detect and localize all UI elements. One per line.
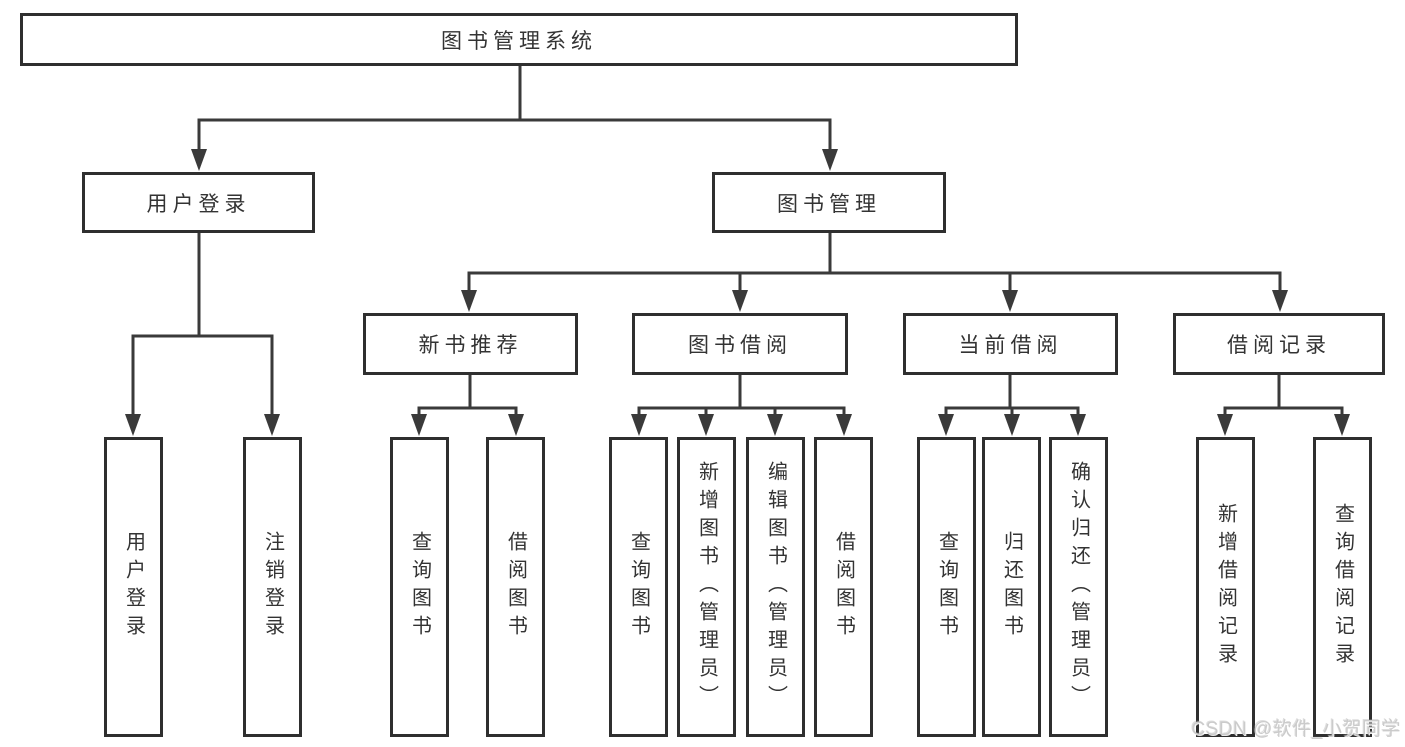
node-root-system: 图书管理系统: [20, 13, 1018, 66]
leaf-rec-borrow-books: 借阅图书: [486, 437, 545, 737]
node-book-borrowing: 图书借阅: [632, 313, 848, 375]
leaf-bb-edit-books-admin: 编辑图书（管理员）: [746, 437, 805, 737]
leaf-rec-query-books: 查询图书: [390, 437, 449, 737]
node-current-borrowing: 当前借阅: [903, 313, 1118, 375]
node-user-login: 用户登录: [82, 172, 315, 233]
node-borrowing-records: 借阅记录: [1173, 313, 1385, 375]
arrowheads: [125, 149, 1350, 436]
leaf-cb-return-books: 归还图书: [982, 437, 1041, 737]
leaf-br-query-record: 查询借阅记录: [1313, 437, 1372, 737]
leaf-cb-query-books: 查询图书: [917, 437, 976, 737]
leaf-br-add-record: 新增借阅记录: [1196, 437, 1255, 737]
leaf-bb-borrow-books: 借阅图书: [814, 437, 873, 737]
leaf-bb-add-books-admin: 新增图书（管理员）: [677, 437, 736, 737]
node-new-book-recommend: 新书推荐: [363, 313, 578, 375]
leaf-bb-query-books: 查询图书: [609, 437, 668, 737]
leaf-logout: 注销登录: [243, 437, 302, 737]
watermark-text: CSDN @软件_小贺同学: [1191, 719, 1401, 740]
node-book-management: 图书管理: [712, 172, 946, 233]
leaf-cb-confirm-return-admin: 确认归还（管理员）: [1049, 437, 1108, 737]
leaf-user-login: 用户登录: [104, 437, 163, 737]
